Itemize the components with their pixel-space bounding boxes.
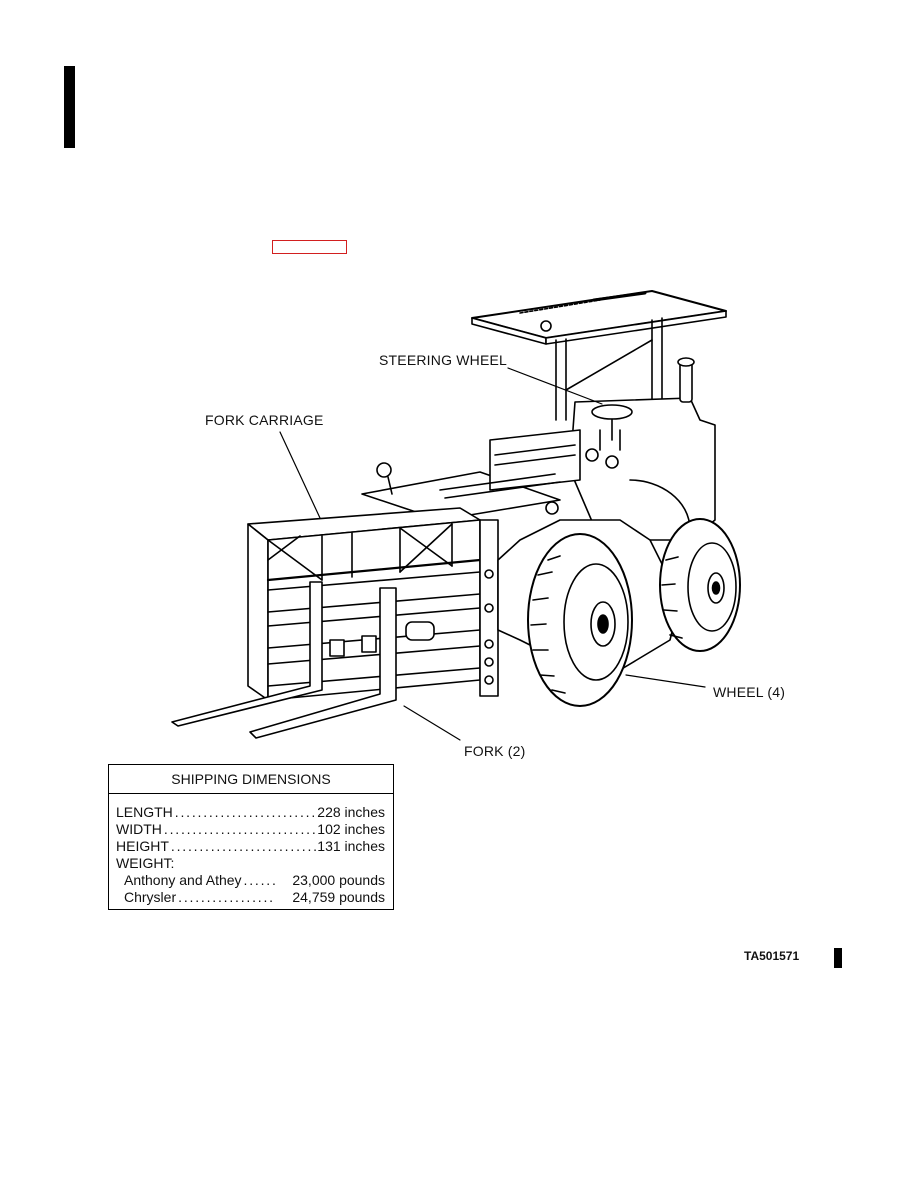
shipping-dimensions-table: SHIPPING DIMENSIONS LENGTH .............… (108, 764, 394, 910)
row-label: WIDTH (116, 821, 162, 837)
row-label: Chrysler (124, 889, 177, 905)
leader-dots: ................................. (170, 838, 317, 854)
table-row: Anthony and Athey ...... 23,000 pounds (116, 872, 385, 889)
row-value: 24,759 pounds (292, 889, 385, 905)
table-body: LENGTH .................................… (109, 794, 393, 906)
leader-dots: ................. (178, 889, 275, 905)
row-label: LENGTH (116, 804, 173, 820)
table-row: WIDTH ................................. … (116, 821, 385, 838)
fork-carriage (247, 507, 499, 701)
table-row: LENGTH .................................… (116, 804, 385, 821)
operator-cab (569, 357, 716, 541)
row-label: WEIGHT: (116, 855, 175, 871)
front-wheel (527, 533, 633, 707)
callout-fork-carriage: FORK CARRIAGE (205, 412, 324, 428)
leader-dots: ................................. (163, 821, 318, 837)
row-value: 23,000 pounds (292, 872, 385, 888)
table-title: SHIPPING DIMENSIONS (109, 765, 393, 794)
table-row: WEIGHT: (116, 855, 385, 872)
callout-steering-wheel: STEERING WHEEL (379, 352, 508, 368)
leader-dots: ...... (243, 872, 278, 888)
row-label: HEIGHT (116, 838, 169, 854)
page-marker (834, 948, 842, 968)
figure-id: TA501571 (744, 949, 800, 963)
table-row: Chrysler ................. 24,759 pounds (116, 889, 385, 906)
row-label: Anthony and Athey (124, 872, 242, 888)
leader-dots: ................................. (174, 804, 318, 820)
canopy (471, 290, 727, 421)
callout-wheel: WHEEL (4) (713, 684, 786, 700)
change-bar (64, 66, 75, 148)
table-row: HEIGHT .................................… (116, 838, 385, 855)
row-value: 228 inches (317, 804, 385, 820)
rear-wheel (659, 518, 741, 652)
callout-fork: FORK (2) (464, 743, 526, 759)
forklift-drawing (171, 290, 741, 741)
highlight-box (272, 240, 347, 254)
row-value: 131 inches (317, 838, 385, 854)
forks (171, 581, 397, 739)
boom (361, 429, 581, 521)
leader-lines (279, 367, 706, 741)
row-value: 102 inches (317, 821, 385, 837)
